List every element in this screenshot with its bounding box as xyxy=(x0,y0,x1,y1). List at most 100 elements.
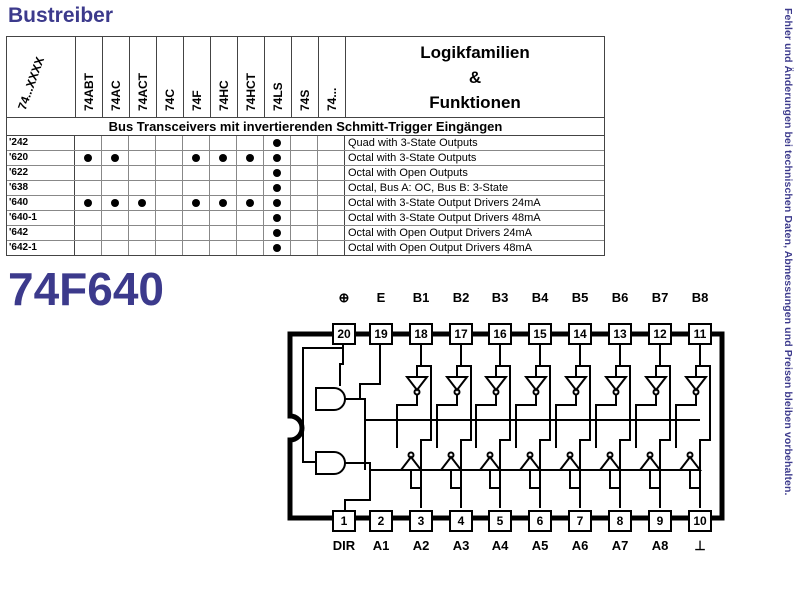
availability-dot xyxy=(111,154,119,162)
availability-cell xyxy=(129,136,156,150)
availability-cell xyxy=(75,196,102,210)
part-cell: '642 xyxy=(7,226,75,240)
availability-dot xyxy=(273,154,281,162)
pin-5: 5 xyxy=(488,510,512,532)
pin-label: A8 xyxy=(651,538,669,553)
availability-cell xyxy=(264,196,291,210)
availability-dot xyxy=(273,199,281,207)
family-label: 74C xyxy=(163,88,177,111)
pin-2: 2 xyxy=(369,510,393,532)
pin-label: A2 xyxy=(412,538,430,553)
logic-header-line: & xyxy=(468,67,482,87)
pin-3: 3 xyxy=(409,510,433,532)
availability-cell xyxy=(291,226,318,240)
family-column-header: 74HC xyxy=(211,37,238,117)
availability-dot xyxy=(273,244,281,252)
availability-cell xyxy=(210,196,237,210)
availability-cell xyxy=(102,226,129,240)
channel-wire xyxy=(436,345,472,508)
availability-cell xyxy=(75,166,102,180)
availability-cell xyxy=(237,166,264,180)
transceiver-channel xyxy=(595,345,631,508)
pin-20: 20 xyxy=(332,323,356,345)
availability-dot xyxy=(192,199,200,207)
pin-1: 1 xyxy=(332,510,356,532)
pin-13: 13 xyxy=(608,323,632,345)
availability-cell xyxy=(156,196,183,210)
availability-cell xyxy=(102,181,129,195)
availability-cell xyxy=(75,136,102,150)
availability-cell xyxy=(210,136,237,150)
availability-dot xyxy=(273,229,281,237)
availability-cell xyxy=(102,136,129,150)
availability-cell xyxy=(210,151,237,165)
family-column-header: 74F xyxy=(184,37,211,117)
availability-cell xyxy=(264,151,291,165)
availability-cell xyxy=(129,181,156,195)
availability-cell xyxy=(291,151,318,165)
availability-cell xyxy=(291,241,318,255)
availability-cell xyxy=(318,196,345,210)
pin-18: 18 xyxy=(409,323,433,345)
pin-9: 9 xyxy=(648,510,672,532)
availability-dot xyxy=(246,199,254,207)
availability-cell xyxy=(75,241,102,255)
pin-label: B3 xyxy=(491,290,509,305)
availability-cell xyxy=(291,181,318,195)
availability-cell xyxy=(237,151,264,165)
family-column-header: 74LS xyxy=(265,37,292,117)
availability-cell xyxy=(75,151,102,165)
family-label: 74S xyxy=(298,89,312,111)
availability-cell xyxy=(210,166,237,180)
function-description: Octal with Open Output Drivers 24mA xyxy=(348,227,533,239)
availability-cell xyxy=(183,211,210,225)
availability-cell xyxy=(237,181,264,195)
availability-dot xyxy=(246,154,254,162)
availability-cell xyxy=(129,166,156,180)
availability-cell xyxy=(129,196,156,210)
availability-cell xyxy=(237,196,264,210)
pin-15: 15 xyxy=(528,323,552,345)
availability-cell xyxy=(102,151,129,165)
pin-17: 17 xyxy=(449,323,473,345)
availability-dot xyxy=(273,169,281,177)
availability-cell xyxy=(264,166,291,180)
channel-wire xyxy=(515,345,551,508)
availability-dot xyxy=(273,184,281,192)
page-title: Bustreiber xyxy=(8,4,114,27)
part-number: 74F640 xyxy=(8,263,165,315)
logic-header-line: Funktionen xyxy=(429,92,521,112)
availability-cell xyxy=(291,196,318,210)
availability-cell xyxy=(210,241,237,255)
pin-6: 6 xyxy=(528,510,552,532)
buffer-a-bubble xyxy=(606,451,614,459)
buffer-a-bubble xyxy=(646,451,654,459)
availability-cell xyxy=(237,211,264,225)
availability-cell xyxy=(318,181,345,195)
availability-dot xyxy=(138,199,146,207)
function-description: Octal with 3-State Output Drivers 48mA xyxy=(348,212,541,224)
availability-cell xyxy=(129,211,156,225)
family-column-header: 74ABT xyxy=(76,37,103,117)
availability-cell xyxy=(237,241,264,255)
family-column-header: 74C xyxy=(157,37,184,117)
availability-dot xyxy=(84,199,92,207)
availability-cell xyxy=(156,241,183,255)
availability-cell xyxy=(318,226,345,240)
availability-cell xyxy=(156,136,183,150)
buffer-a-bubble xyxy=(407,451,415,459)
availability-cell xyxy=(156,211,183,225)
availability-cell xyxy=(318,166,345,180)
part-cell: '638 xyxy=(7,181,75,195)
availability-cell xyxy=(129,151,156,165)
availability-cell xyxy=(102,196,129,210)
family-label: 74F xyxy=(190,90,204,111)
family-label: 74AC xyxy=(109,80,123,111)
pin-label: A4 xyxy=(491,538,509,553)
